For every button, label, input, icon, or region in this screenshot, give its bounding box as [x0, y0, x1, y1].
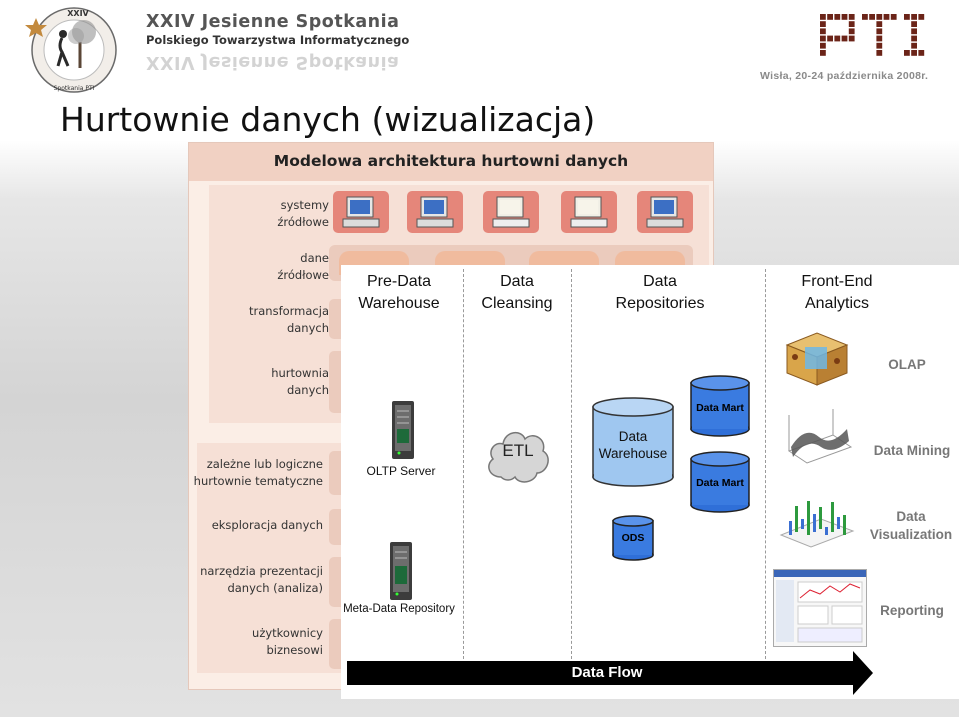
- front-end-label-data-visualization: Data Visualization: [869, 509, 953, 542]
- svg-text:XXIV: XXIV: [67, 9, 89, 18]
- column-title-pre-data-warehouse: Pre-Data Warehouse: [358, 273, 440, 312]
- olap-cube-icon: [777, 327, 855, 389]
- row-label-systemy-zrodlowe: systemy źródłowe: [277, 198, 329, 229]
- column-title-front-end-analytics: Front-End Analytics: [801, 273, 873, 312]
- back-diagram-title: Modelowa architektura hurtowni danych: [273, 152, 629, 170]
- etl-label: ETL: [502, 441, 534, 460]
- source-system-computer-icon: [407, 191, 463, 233]
- conference-title-reflection: XXIV Jesienne Spotkania: [146, 52, 400, 72]
- ods-label: ODS: [621, 532, 645, 544]
- etl-cloud-icon: [483, 419, 553, 489]
- row-label-hurtownie-tematyczne: zależne lub logiczne hurtownie tematyczn…: [193, 457, 323, 488]
- conference-title-line2: Polskiego Towarzystwa Informatycznego: [146, 33, 410, 47]
- data-mart-cylinder: [689, 375, 751, 437]
- source-system-computer-icon: [333, 191, 389, 233]
- column-title-data-cleansing: Data Cleansing: [481, 273, 553, 312]
- data-mining-surface-icon: [781, 407, 855, 469]
- row-label-dane-zrodlowe: dane źródłowe: [277, 251, 329, 282]
- data-visualization-chart-icon: [775, 491, 857, 553]
- oltp-server-icon: [387, 399, 419, 461]
- front-end-label-olap: OLAP: [888, 357, 926, 372]
- column-title-data-repositories: Data Repositories: [615, 273, 705, 312]
- row-label-transformacja-danych: transformacja danych: [249, 304, 329, 335]
- data-warehouse-cylinder: [591, 397, 675, 487]
- row-label-eksploracja-danych: eksploracja danych: [211, 518, 323, 532]
- data-warehouse-label: Data Warehouse: [598, 429, 668, 461]
- slide-title: Hurtownie danych (wizualizacja): [60, 100, 596, 139]
- row-label-uzytkownicy-biznesowi: użytkownicy biznesowi: [252, 626, 323, 657]
- meta-data-repository-icon: [385, 540, 417, 602]
- ods-cylinder: [611, 515, 655, 561]
- pti-logo: [820, 12, 950, 58]
- date-location: Wisła, 20-24 października 2008r.: [760, 70, 929, 82]
- meta-data-repository-label: Meta-Data Repository: [343, 603, 455, 615]
- data-mart-label-1: Data Mart: [696, 402, 744, 414]
- source-system-computer-icon: [637, 191, 693, 233]
- row-label-hurtownia-danych: hurtownia danych: [271, 366, 329, 397]
- data-mart-cylinder: [689, 451, 751, 513]
- source-system-computer-icon: [483, 191, 539, 233]
- front-end-label-reporting: Reporting: [880, 603, 944, 618]
- oltp-server-label: OLTP Server: [366, 464, 436, 478]
- conference-title-line1: XXIV Jesienne Spotkania: [146, 12, 400, 32]
- conference-logo-seal: XXIV Spotkania PTI: [22, 4, 120, 96]
- data-flow-label: Data Flow: [571, 664, 643, 681]
- row-label-narzedzia-prezentacji: narzędzia prezentacji danych (analiza): [200, 564, 323, 595]
- reporting-screenshot-icon: [773, 569, 867, 647]
- front-data-flow-diagram: Pre-Data Warehouse Data Cleansing Data R…: [341, 265, 959, 699]
- source-system-computer-icon: [561, 191, 617, 233]
- svg-text:Spotkania PTI: Spotkania PTI: [54, 85, 95, 92]
- data-mart-label-2: Data Mart: [696, 477, 744, 489]
- data-flow-arrow: [347, 651, 877, 695]
- front-end-label-data-mining: Data Mining: [873, 443, 951, 458]
